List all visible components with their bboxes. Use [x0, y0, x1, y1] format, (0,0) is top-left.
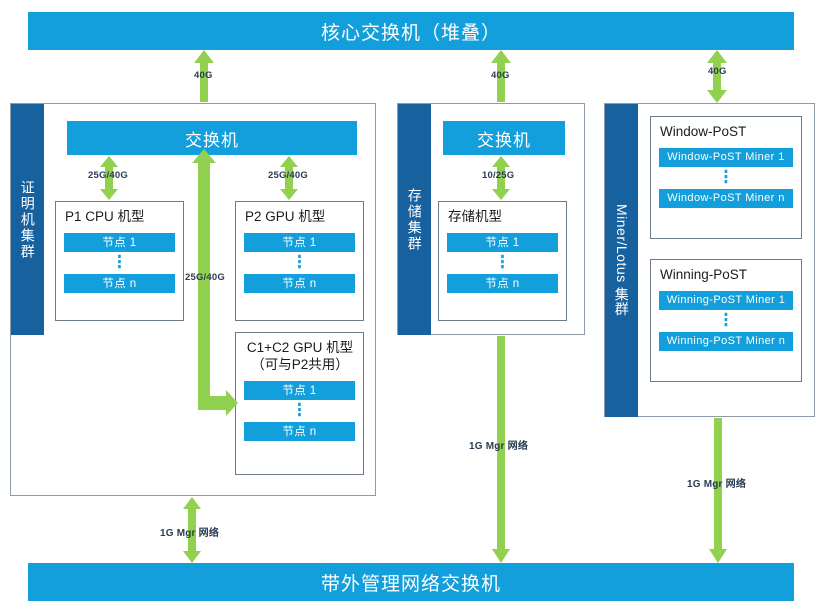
- mgmt-switch-label: 带外管理网络交换机: [320, 573, 501, 595]
- group-winning-post-title: Winning-PoST: [660, 267, 748, 282]
- arrow-core-to-storage: [490, 50, 512, 102]
- storage-switch: 交换机: [443, 121, 565, 155]
- group-winning-post: Winning-PoST Winning-PoST Miner 1 ⋮ Winn…: [650, 259, 802, 382]
- arrow-label-core-to-proof: 40G: [194, 70, 213, 81]
- arrow-storage-switch-to-nodes: [491, 156, 511, 200]
- cluster-miner: Miner/Lotus 集群 Window-PoST Window-PoST M…: [604, 103, 815, 417]
- mgmt-switch-bar: 带外管理网络交换机: [28, 563, 794, 601]
- arrow-proof-to-mgmt: [182, 497, 202, 563]
- node-chip: Winning-PoST Miner 1: [659, 290, 793, 310]
- arrow-proof-switch-to-p2: [279, 156, 299, 200]
- arrow-label-proof-switch-to-p2: 25G/40G: [268, 170, 308, 181]
- node-ellipsis: ⋮: [112, 253, 127, 273]
- group-window-post: Window-PoST Window-PoST Miner 1 ⋮ Window…: [650, 116, 802, 239]
- node-ellipsis: ⋮: [292, 253, 307, 273]
- cluster-proof-label: 证明机集群: [11, 104, 44, 335]
- group-window-post-title: Window-PoST: [660, 124, 747, 139]
- node-chip: 节点 n: [244, 421, 355, 441]
- node-ellipsis: ⋮: [718, 168, 734, 188]
- arrow-proof-switch-to-c1c2: [190, 149, 238, 416]
- node-chip: Window-PoST Miner 1: [659, 147, 793, 167]
- node-ellipsis: ⋮: [292, 400, 307, 421]
- arrow-storage-to-mgmt: [491, 336, 511, 563]
- core-switch-label: 核心交换机（堆叠）: [320, 22, 501, 44]
- node-chip: 节点 1: [244, 380, 355, 400]
- cluster-storage-label: 存储集群: [398, 104, 431, 335]
- cluster-storage: 存储集群 交换机 存储机型 节点 1 ⋮ 节点 n: [397, 103, 585, 335]
- storage-switch-label: 交换机: [477, 130, 531, 150]
- cluster-miner-label: Miner/Lotus 集群: [605, 104, 638, 417]
- group-p1-cpu: P1 CPU 机型 节点 1 ⋮ 节点 n: [55, 201, 184, 321]
- node-chip: 节点 n: [244, 273, 355, 293]
- node-chip: 节点 n: [447, 273, 558, 293]
- arrow-label-core-to-miner: 40G: [708, 66, 727, 77]
- group-storage-type-title: 存储机型: [448, 209, 502, 224]
- group-p2-gpu-title: P2 GPU 机型: [245, 209, 326, 224]
- node-chip: 节点 1: [244, 232, 355, 252]
- arrow-miner-to-mgmt: [708, 418, 728, 563]
- proof-switch: 交换机: [67, 121, 357, 155]
- proof-switch-label: 交换机: [185, 130, 239, 150]
- node-chip: 节点 1: [447, 232, 558, 252]
- cluster-proof: 证明机集群 交换机 P1 CPU 机型 节点 1 ⋮ 节点 n P2 GPU 机…: [10, 103, 376, 496]
- node-ellipsis: ⋮: [495, 253, 510, 273]
- arrow-label-proof-switch-to-p1: 25G/40G: [88, 170, 128, 181]
- node-chip: Winning-PoST Miner n: [659, 331, 793, 351]
- core-switch-bar: 核心交换机（堆叠）: [28, 12, 794, 50]
- arrow-label-miner-to-mgmt: 1G Mgr 网络: [687, 479, 747, 490]
- arrow-label-core-to-storage: 40G: [491, 70, 510, 81]
- arrow-label-storage-switch-to-nodes: 10/25G: [482, 170, 515, 181]
- node-chip: 节点 n: [64, 273, 175, 293]
- group-c1c2-gpu-title: C1+C2 GPU 机型 （可与P2共用）: [246, 340, 354, 372]
- group-p2-gpu: P2 GPU 机型 节点 1 ⋮ 节点 n: [235, 201, 364, 321]
- node-chip: 节点 1: [64, 232, 175, 252]
- group-c1c2-gpu: C1+C2 GPU 机型 （可与P2共用） 节点 1 ⋮ 节点 n: [235, 332, 364, 475]
- group-p1-cpu-title: P1 CPU 机型: [65, 209, 145, 224]
- node-chip: Window-PoST Miner n: [659, 188, 793, 208]
- node-ellipsis: ⋮: [718, 311, 734, 331]
- group-storage-type: 存储机型 节点 1 ⋮ 节点 n: [438, 201, 567, 321]
- arrow-label-storage-to-mgmt: 1G Mgr 网络: [469, 441, 529, 452]
- arrow-label-proof-switch-to-c1c2: 25G/40G: [185, 272, 225, 283]
- arrow-proof-switch-to-p1: [99, 156, 119, 200]
- arrow-label-proof-to-mgmt: 1G Mgr 网络: [160, 528, 220, 539]
- arrow-core-to-miner: [706, 50, 728, 103]
- arrow-core-to-proof: [193, 50, 215, 102]
